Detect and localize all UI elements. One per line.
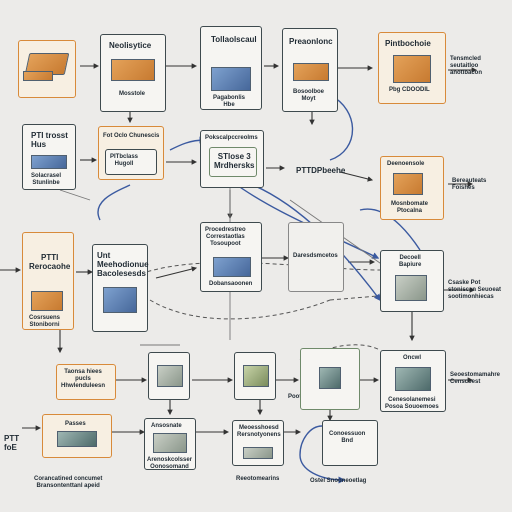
node-bot-1-caption: Corancatined concumet Bransontenttanl ap… (34, 476, 103, 489)
node-mid-3-title: STlose 3 Mrdhersks (214, 152, 255, 170)
orange-card-icon (393, 55, 431, 83)
node-bot-2[interactable]: Ansosnate Arenoskcolsser Oonosomand (144, 418, 196, 470)
arrow-r3-2 (155, 266, 198, 279)
blue-curve-5 (299, 425, 323, 456)
document-stack-icon (23, 71, 53, 81)
folder-icon (243, 365, 269, 387)
node-mid-1-caption: Solacrasel Stunlinbe (31, 173, 62, 186)
node-bot-1-title: Passes (65, 421, 86, 427)
node-mid-1-title: PTI trosst Hus (31, 131, 68, 149)
panel-icon (57, 431, 97, 447)
node-row4-5-caption: Cenesolanemesi Posoa Souoemoes (385, 397, 439, 410)
node-row4-1-label: Taonsa hiees pucls Hhwlenduleesn (61, 369, 106, 389)
screen-icon (395, 367, 431, 391)
node-hub[interactable]: Daresdsmcetos (288, 222, 344, 292)
monitor-icon (211, 67, 251, 91)
node-mid-5-title: Deenoensole (387, 161, 425, 167)
node-proc[interactable]: Procedrestreo Correstaotlas Tosoupoot Do… (200, 222, 262, 292)
node-mid-5[interactable]: Deenoensole Mosnbomate Ptocalna (380, 156, 444, 220)
node-bot-3[interactable]: Meoesshoesd Rersnotyonens (232, 420, 284, 466)
node-left-3-title: PTTI Rerocaohe (29, 253, 71, 271)
node-row4-3[interactable] (234, 352, 276, 400)
note-row4-right: Seoestomamahre Censcoest (450, 372, 501, 385)
node-unt[interactable]: Unt Meehodionue Bacolesesds (92, 244, 149, 332)
node-row4-4[interactable] (300, 348, 360, 410)
node-top-4-caption: Bosoolboe Moyt (293, 89, 324, 102)
arrow-r2-4 (339, 171, 374, 182)
blue-curve-1 (229, 179, 380, 259)
node-mid-2[interactable]: Fot Oclo Chunescis PITbclass Hugoll (98, 126, 164, 180)
node-row4-5-title: Oncwl (403, 355, 422, 361)
node-mid-2-inner-label: PITbclass Hugoll (110, 154, 139, 167)
node-bot-4[interactable]: Conoessuon Bnd (322, 420, 378, 466)
node-top-4-title: Preaonlonc (289, 37, 333, 46)
node-left-3[interactable]: PTTI Rerocaohe Cosrsuens Stoniborni (22, 232, 74, 330)
node-top-4[interactable]: Preaonlonc Bosoolboe Moyt (282, 28, 338, 112)
orange-panel-icon (293, 63, 329, 81)
thin-line-4 (59, 189, 91, 201)
form-icon (153, 433, 187, 453)
node-mid-1[interactable]: PTI trosst Hus Solacrasel Stunlinbe (22, 124, 76, 190)
node-hub-label: Daresdsmcetos (293, 253, 338, 259)
chart-screen-icon (31, 155, 67, 169)
node-top-5[interactable]: Pintbochoie Pbg CDOODIL (378, 32, 446, 104)
node-dec-title: Decoell Bapiure (399, 255, 422, 268)
node-row4-5[interactable]: Oncwl Cenesolanemesi Posoa Souoemoes (380, 350, 446, 412)
node-mid-3[interactable]: Pokscalpccreolms STlose 3 Mrdhersks (200, 130, 264, 188)
blue-curve-4 (299, 454, 346, 484)
node-top-3[interactable]: Tollaolscaul Pagabonlis Hbe (200, 26, 262, 110)
node-bot-4-caption: Ostel Snooneoetlag (310, 478, 367, 484)
note-mid-right: Bereauteats Foishes (452, 178, 487, 191)
node-mid-5-caption: Mosnbomate Ptocalna (391, 201, 429, 214)
blue-curve-6 (329, 94, 354, 161)
node-top-1[interactable] (18, 40, 76, 98)
node-top-2-caption: Mosstole (119, 91, 146, 97)
keyboard-icon (243, 447, 273, 459)
folder-gear-icon (157, 365, 183, 387)
node-top-5-caption: Pbg CDOODIL (389, 87, 430, 93)
node-top-2-title: Neolisytice (109, 41, 152, 50)
database-icon (319, 367, 341, 389)
node-left-3-caption: Cosrsuens Stoniborni (29, 315, 61, 328)
node-mid-3-inner: STlose 3 Mrdhersks (209, 147, 257, 177)
blue-curve-7 (97, 184, 131, 221)
node-ptt-label: PTTDPbeehe (296, 166, 346, 175)
tools-icon (103, 287, 137, 313)
node-top-5-title: Pintbochoie (385, 39, 431, 48)
note-top-right: Tensmcled seutaitloo anotibacon (450, 56, 483, 76)
node-bot-3-caption: Reeotomearins (236, 476, 280, 482)
node-top-3-caption: Pagabonlis Hbe (213, 95, 246, 108)
node-row4-1[interactable]: Taonsa hiees pucls Hhwlenduleesn (56, 364, 116, 400)
node-ptt-left: PTT foE (4, 434, 20, 452)
node-row4-2[interactable] (148, 352, 190, 400)
node-unt-title: Unt Meehodionue Bacolesesds (97, 251, 149, 278)
node-bot-3-title: Meoesshoesd Rersnotyonens (237, 425, 281, 438)
node-proc-caption: Dobansaoonen (209, 281, 253, 287)
node-top-3-title: Tollaolscaul (211, 35, 257, 44)
note-low-right: Csaske Pot stoniscan Seuoeat sootimonhie… (448, 280, 502, 300)
node-mid-2-title: Fot Oclo Chunescis (103, 133, 160, 139)
node-proc-title: Procedrestreo Correstaotlas Tosoupoot (205, 227, 246, 247)
node-bot-1[interactable]: Passes (42, 414, 112, 458)
gear-icon (395, 275, 427, 301)
node-bot-4-title: Conoessuon Bnd (329, 431, 366, 444)
orange-screen-icon (111, 59, 155, 81)
box-icon (393, 173, 423, 195)
node-dec[interactable]: Decoell Bapiure (380, 250, 444, 312)
dashed-loop-2 (149, 299, 331, 320)
node-mid-2-inner: PITbclass Hugoll (105, 149, 157, 175)
node-bot-2-caption: Arenoskcolsser Oonosomand (147, 457, 193, 470)
stack-icon (31, 291, 63, 311)
node-bot-2-title: Ansosnate (151, 423, 182, 429)
node-mid-3-header: Pokscalpccreolms (205, 135, 258, 141)
processing-icon (213, 257, 251, 277)
node-top-2[interactable]: Neolisytice Mosstole (100, 34, 166, 112)
